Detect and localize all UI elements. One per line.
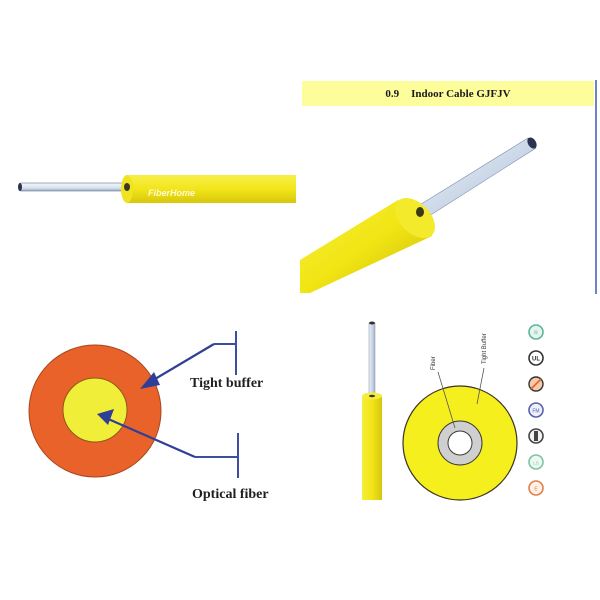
flame-retardant-icon [528, 428, 544, 444]
optical-fiber-label: Optical fiber [192, 487, 269, 502]
vertical-cable-image [355, 315, 390, 505]
svg-text:LS: LS [533, 461, 539, 466]
certification-icons-column: R UL FM LS E [526, 323, 546, 503]
svg-text:E: E [534, 487, 538, 493]
certification-icons-graphic: R UL FM LS E [528, 324, 544, 496]
fm-icon: FM [528, 402, 544, 418]
svg-text:R: R [534, 331, 538, 337]
lszh-icon: LS [528, 454, 544, 470]
diagonal-cable-image [300, 108, 595, 298]
fiber-core [447, 430, 473, 456]
product-size: 0.9 [385, 87, 400, 100]
diagonal-cable-graphic [300, 137, 537, 293]
eco-icon: E [528, 480, 544, 496]
rohs-icon: R [528, 324, 544, 340]
frame-border-line [595, 80, 597, 294]
vertical-cable-graphic [362, 321, 382, 500]
cable-cross-section: Fiber Tight Buffer [395, 315, 520, 505]
cross-section-graphic [28, 331, 239, 478]
optical-fiber-core [62, 377, 128, 443]
svg-text:FM: FM [532, 409, 539, 415]
product-title: Indoor Cable GJFJV [411, 87, 511, 100]
fiber-label: Fiber [431, 356, 437, 370]
tight-buffer-small-label: Tight Buffer [482, 333, 488, 364]
ul-icon: UL [528, 350, 544, 366]
svg-text:UL: UL [532, 357, 540, 363]
product-title-bar: 0.9 Indoor Cable GJFJV [302, 81, 594, 106]
no-halogen-icon [528, 376, 544, 392]
horizontal-cable-image: FiberHome [15, 165, 300, 210]
brand-logo-text: FiberHome [148, 188, 196, 198]
cross-section-diagram: Tight buffer Optical fiber [0, 320, 300, 520]
tight-buffer-label: Tight buffer [190, 376, 264, 391]
horizontal-cable-graphic [18, 175, 296, 203]
cable-cross-section-graphic: Fiber Tight Buffer [402, 333, 518, 501]
